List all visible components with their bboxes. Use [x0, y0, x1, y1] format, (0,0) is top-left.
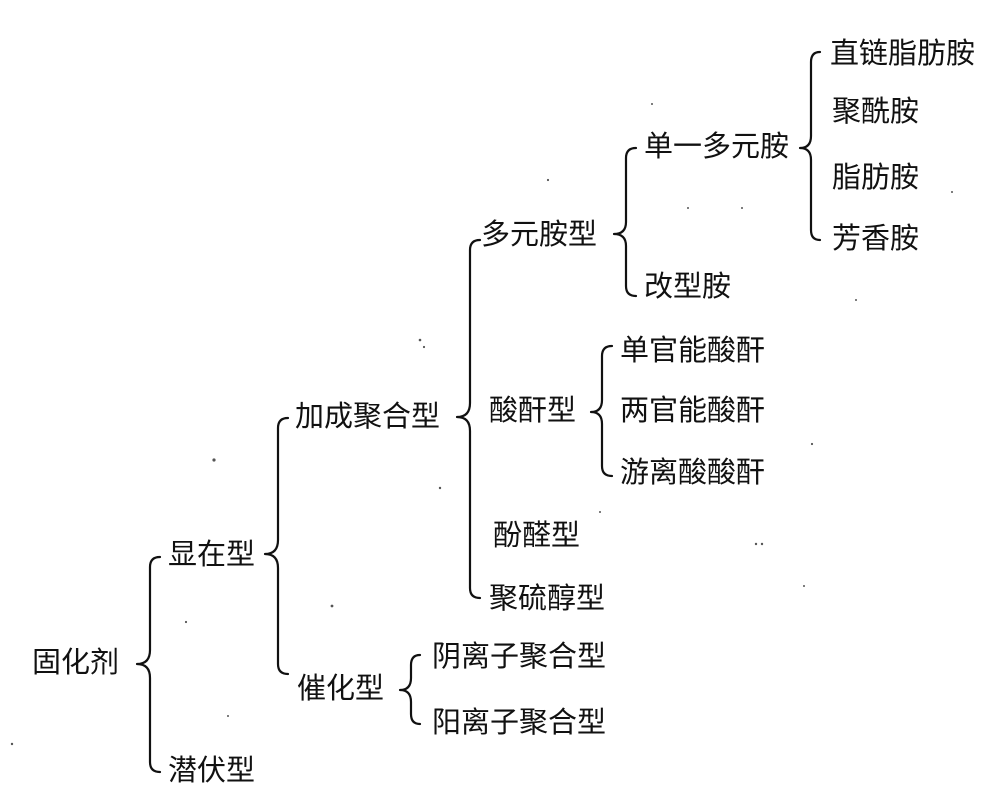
node-cationic-polymerization-type: 阳离子聚合型 [432, 705, 606, 739]
node-anhydride-type: 酸酐型 [489, 393, 576, 427]
node-polythiol-type: 聚硫醇型 [489, 581, 605, 615]
brace-single-polyamine [798, 50, 822, 242]
node-catalytic-type: 催化型 [297, 671, 384, 705]
node-aromatic-amine: 芳香胺 [832, 221, 919, 255]
node-free-acid-anhydride: 游离酸酸酐 [620, 455, 765, 489]
node-visible-type: 显在型 [168, 537, 255, 571]
node-addition-polymerization-type: 加成聚合型 [295, 399, 440, 433]
brace-addition-polymerization [455, 238, 482, 600]
node-aliphatic-amine: 脂肪胺 [832, 160, 919, 194]
node-anionic-polymerization-type: 阴离子聚合型 [432, 639, 606, 673]
node-polyamide: 聚酰胺 [832, 94, 919, 128]
node-modified-amine: 改型胺 [644, 269, 731, 303]
node-phenolic-type: 酚醛型 [493, 518, 580, 552]
node-bifunctional-anhydride: 两官能酸酐 [620, 393, 765, 427]
node-single-polyamine: 单一多元胺 [644, 129, 789, 163]
node-latent-type: 潜伏型 [168, 753, 255, 787]
node-monofunctional-anhydride: 单官能酸酐 [620, 333, 765, 367]
node-straight-chain-aliphatic-amine: 直链脂肪胺 [830, 36, 975, 70]
brace-visible-type [263, 416, 290, 676]
brace-root [135, 555, 162, 774]
node-polyamine-type: 多元胺型 [481, 217, 597, 251]
brace-polyamine-type [612, 146, 638, 298]
node-curing-agent: 固化剂 [32, 645, 119, 679]
scan-noise [10, 103, 953, 746]
brace-anhydride-type [589, 344, 614, 478]
brace-catalytic-type [398, 653, 422, 726]
